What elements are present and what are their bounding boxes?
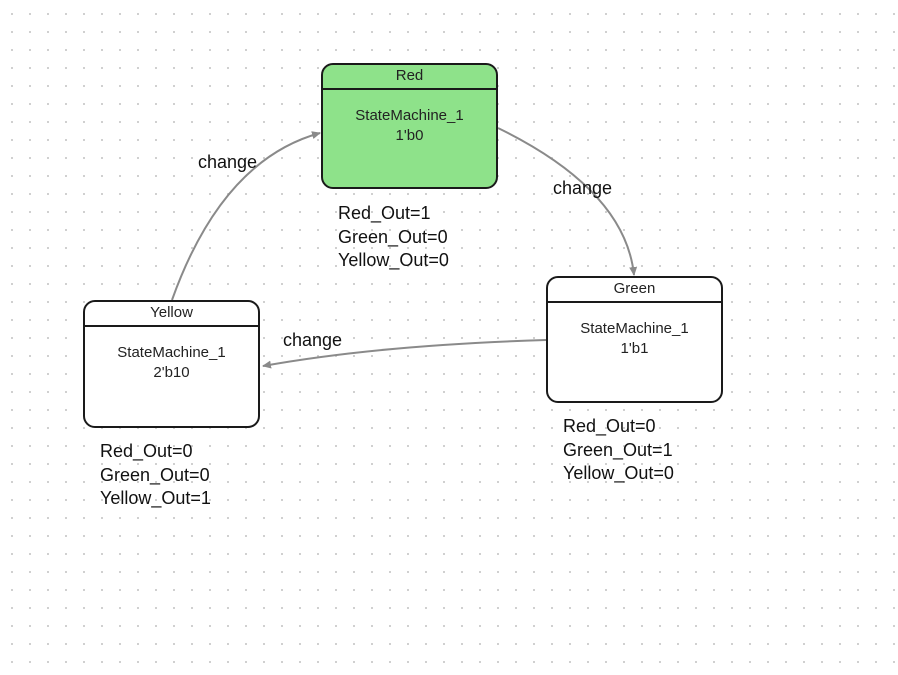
output-line: Red_Out=1 <box>338 203 431 223</box>
state-yellow-outputs: Red_Out=0 Green_Out=0 Yellow_Out=1 <box>100 440 211 511</box>
transition-yellow-to-red[interactable] <box>171 131 321 301</box>
state-green-title: Green <box>548 278 721 303</box>
state-yellow-title: Yellow <box>85 302 258 327</box>
state-red-machine: StateMachine_1 <box>355 107 464 124</box>
state-yellow-machine: StateMachine_1 <box>117 344 226 361</box>
output-line: Yellow_Out=1 <box>100 488 211 508</box>
state-red-outputs: Red_Out=1 Green_Out=0 Yellow_Out=0 <box>338 202 449 273</box>
transition-red-to-green[interactable] <box>497 127 638 276</box>
output-line: Yellow_Out=0 <box>338 250 449 270</box>
state-green-body: StateMachine_1 1'b1 <box>548 303 721 359</box>
state-green-machine: StateMachine_1 <box>580 320 689 337</box>
state-red-title: Red <box>323 65 496 90</box>
state-green[interactable]: Green StateMachine_1 1'b1 <box>546 276 723 403</box>
transition-green-to-yellow[interactable] <box>262 339 547 369</box>
output-line: Red_Out=0 <box>563 416 656 436</box>
transition-label-red-to-green: change <box>553 178 613 198</box>
transition-label-yellow-to-red: change <box>198 152 258 172</box>
state-green-outputs: Red_Out=0 Green_Out=1 Yellow_Out=0 <box>563 415 674 486</box>
state-yellow-encoding: 2'b10 <box>153 364 190 381</box>
output-line: Red_Out=0 <box>100 441 193 461</box>
state-red-body: StateMachine_1 1'b0 <box>323 90 496 146</box>
state-yellow-body: StateMachine_1 2'b10 <box>85 327 258 383</box>
output-line: Green_Out=0 <box>100 464 210 485</box>
transition-label-green-to-yellow: change <box>283 330 343 350</box>
state-red-encoding: 1'b0 <box>395 127 424 144</box>
output-line: Green_Out=0 <box>338 226 448 247</box>
state-red[interactable]: Red StateMachine_1 1'b0 <box>321 63 498 189</box>
state-green-encoding: 1'b1 <box>620 340 649 357</box>
state-yellow[interactable]: Yellow StateMachine_1 2'b10 <box>83 300 260 428</box>
output-line: Yellow_Out=0 <box>563 463 674 483</box>
output-line: Green_Out=1 <box>563 439 673 460</box>
